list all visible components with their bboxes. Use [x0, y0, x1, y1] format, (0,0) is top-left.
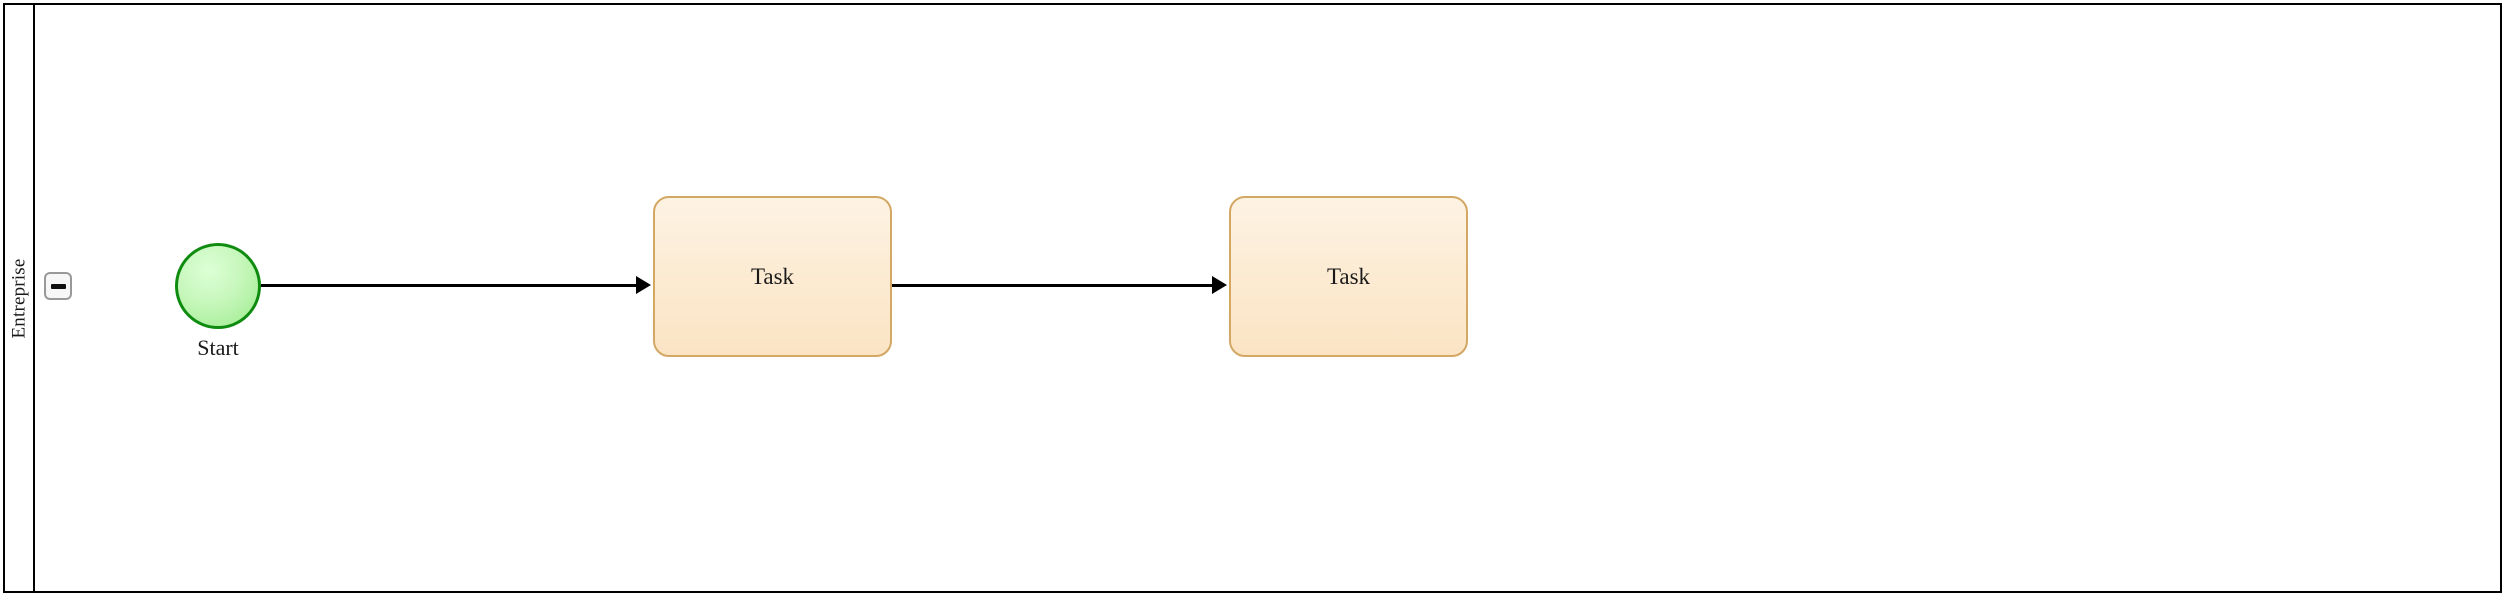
minus-icon: [50, 283, 66, 289]
start-event[interactable]: Start: [175, 243, 261, 368]
sequence-flow-1-line: [261, 284, 638, 287]
task-node-1[interactable]: Task: [653, 196, 892, 357]
sequence-flow-2-arrowhead-icon: [1212, 276, 1227, 294]
lane-collapse-button[interactable]: [44, 272, 72, 300]
bpmn-pool[interactable]: Entreprise Start Task Task: [3, 3, 2502, 593]
lane-canvas[interactable]: Start Task Task: [35, 5, 2500, 591]
task-node-1-label: Task: [750, 263, 795, 289]
task-node-2[interactable]: Task: [1229, 196, 1468, 357]
lane-title: Entreprise: [8, 257, 30, 339]
sequence-flow-1-arrowhead-icon: [636, 276, 651, 294]
lane-header[interactable]: Entreprise: [5, 5, 35, 591]
start-event-label: Start: [197, 335, 239, 360]
sequence-flow-2-line: [892, 284, 1214, 287]
start-event-circle[interactable]: [175, 243, 261, 329]
task-node-2-label: Task: [1326, 263, 1371, 289]
